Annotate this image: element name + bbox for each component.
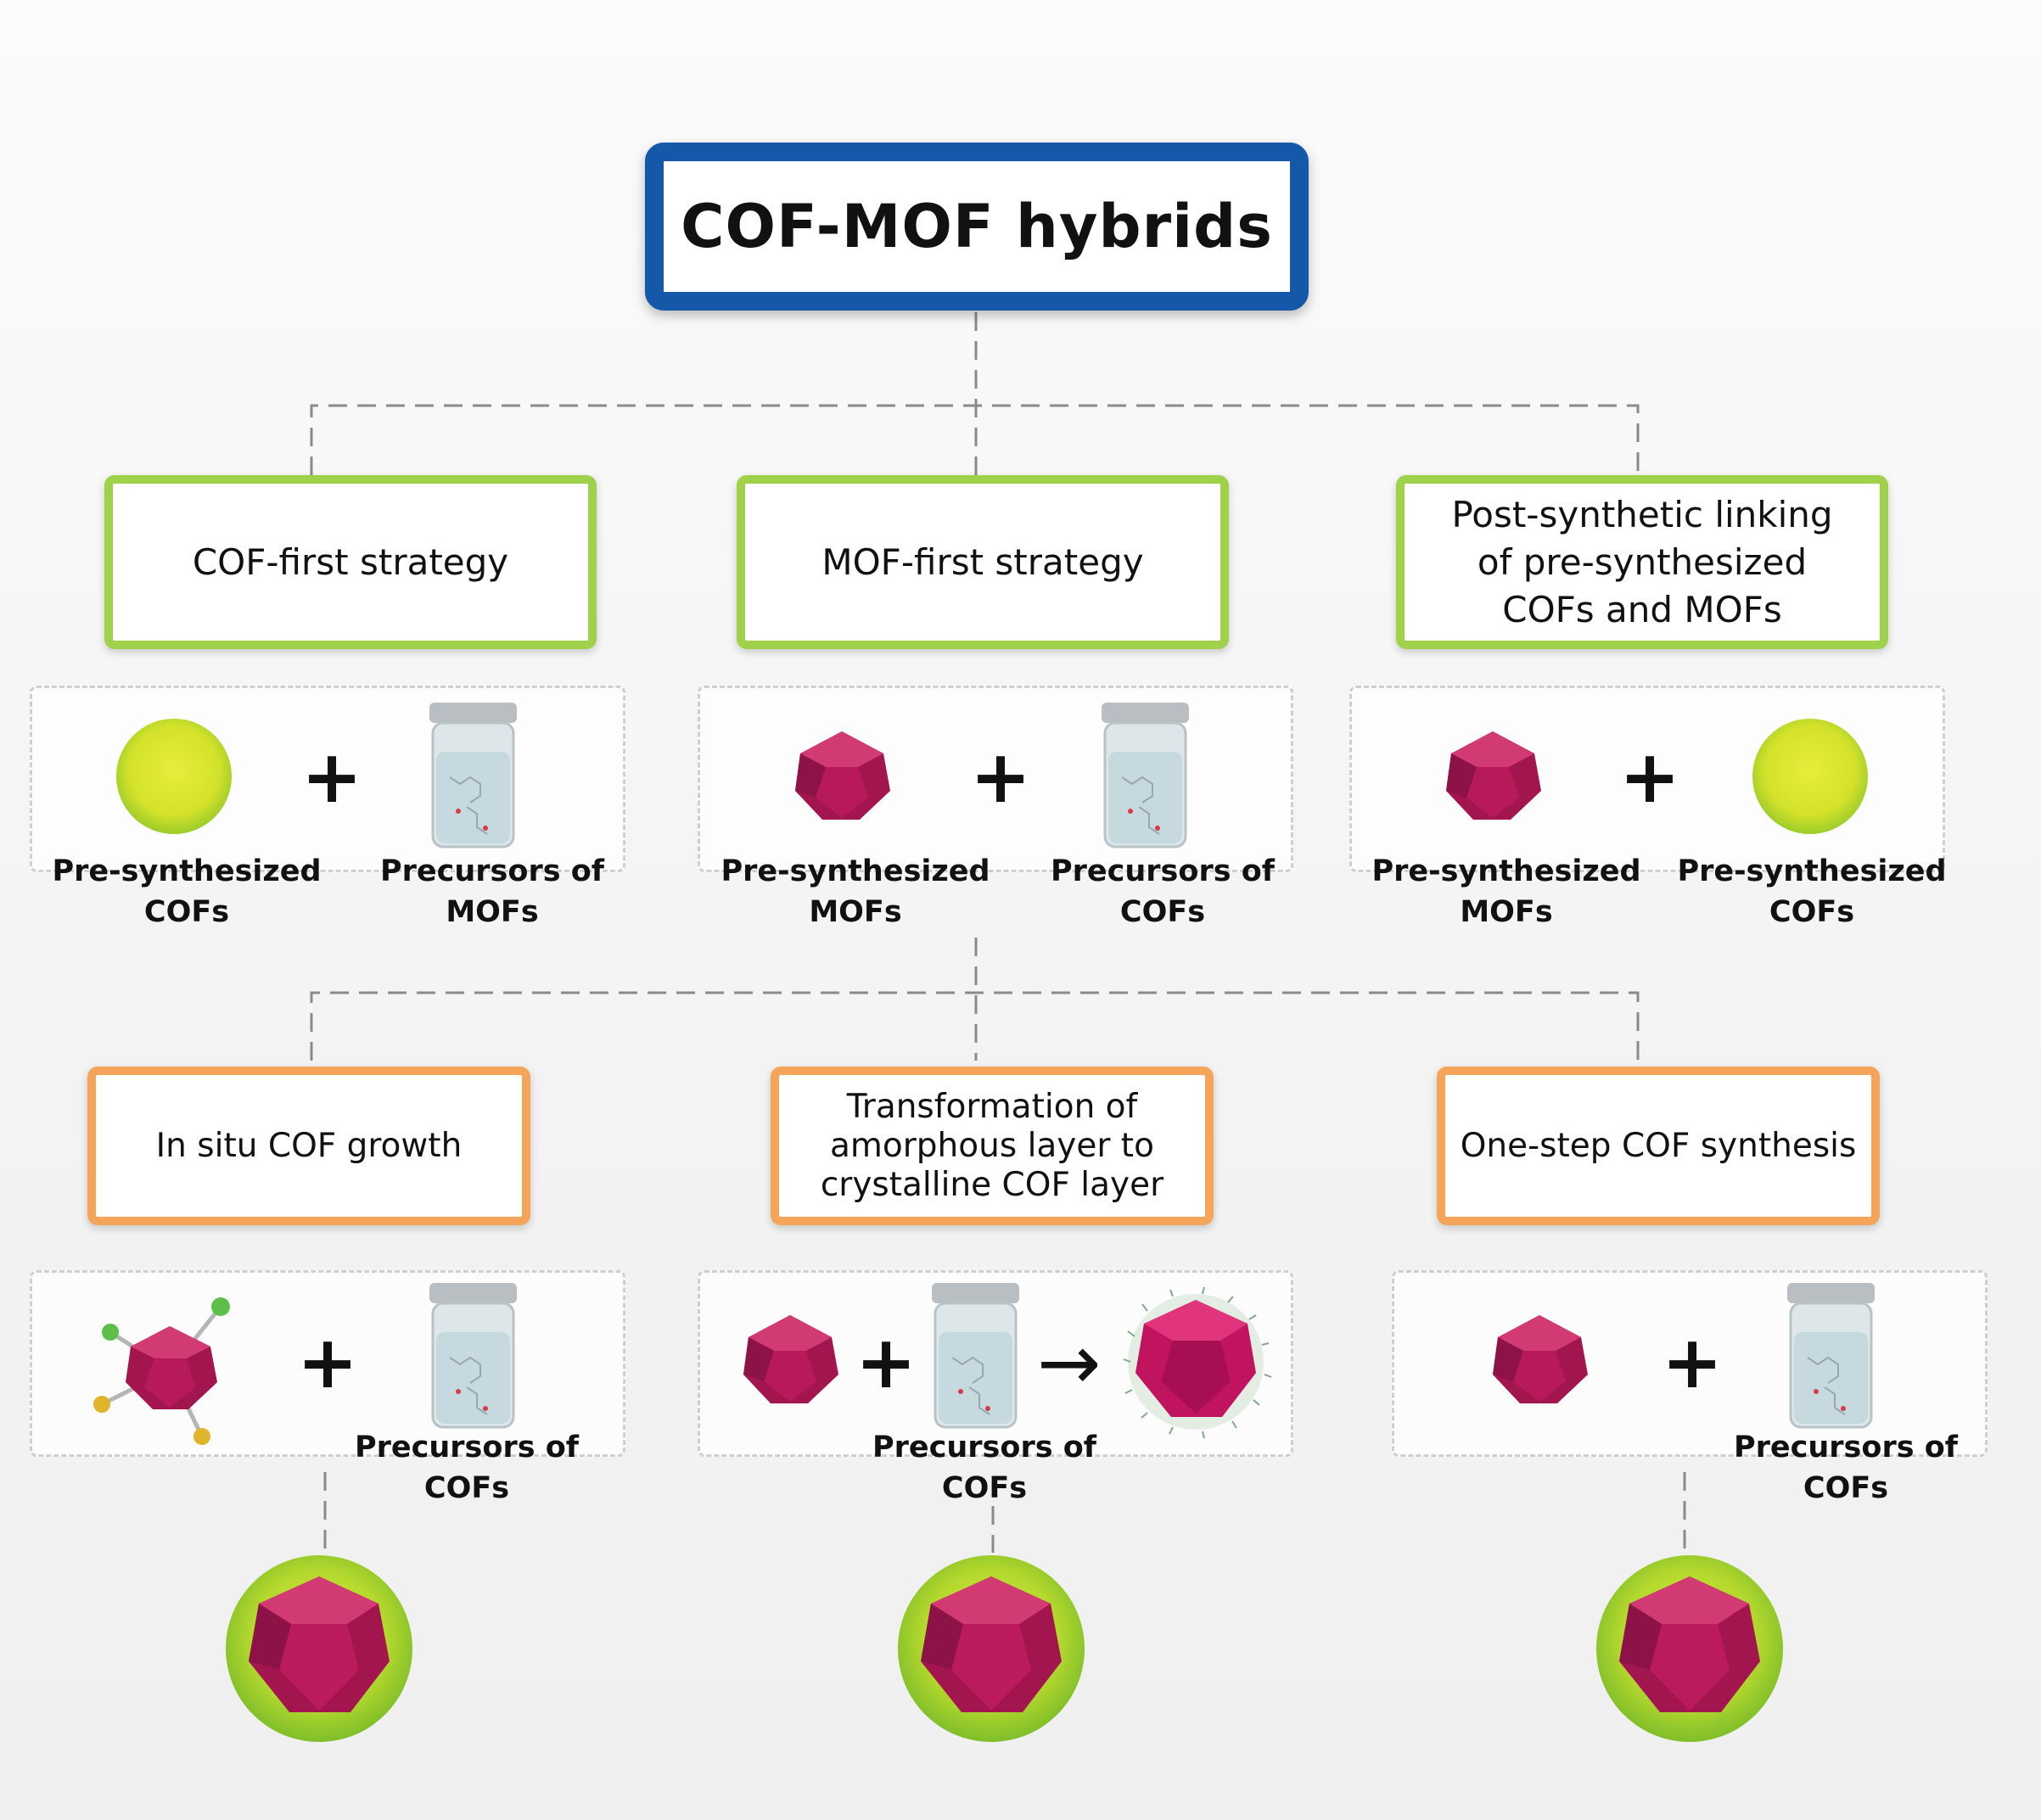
diagram-title: COF-MOF hybrids: [681, 192, 1273, 261]
panel2-right-label: Precursors of COFs: [1050, 854, 1275, 929]
method-panel1-label: Precursors of COFs: [354, 1431, 579, 1505]
post-synthetic-linking-label: Post-synthetic linking of pre-synthesize…: [1451, 493, 1833, 630]
method-panel3-label: Precursors of COFs: [1733, 1431, 1958, 1505]
precursor-vial-icon: [429, 1283, 517, 1429]
post-synthetic-linking-box: Post-synthetic linking of pre-synthesize…: [1396, 475, 1888, 649]
mof-first-strategy-label: MOF-first strategy: [821, 540, 1144, 583]
plus-sign: +: [970, 735, 1032, 820]
mof-crystal-icon: [1446, 731, 1541, 820]
precursor-vial-icon: [932, 1283, 1019, 1429]
one-step-cof-synthesis-label: One-step COF synthesis: [1460, 1126, 1857, 1165]
mof-first-strategy-box: MOF-first strategy: [737, 475, 1229, 649]
plus-sign: +: [1662, 1320, 1724, 1405]
plus-sign: +: [855, 1320, 917, 1405]
mof-crystal-icon: [795, 731, 890, 820]
mof-crystal-icon: [1493, 1315, 1588, 1403]
core-shell-hybrid-icon: [898, 1555, 1085, 1742]
reaction-arrow-icon: →: [1037, 1319, 1102, 1408]
precursor-vial-icon: [1787, 1283, 1875, 1429]
one-step-panel: [1392, 1270, 1988, 1457]
mof-crystal-icon: [743, 1315, 838, 1403]
transformation-box: Transformation of amorphous layer to cry…: [771, 1067, 1214, 1225]
panel1-right-label: Precursors of MOFs: [379, 854, 604, 929]
method-panel2-label: Precursors of COFs: [872, 1431, 1096, 1505]
core-shell-hybrid-icon: [1596, 1555, 1783, 1742]
in-situ-cof-growth-box: In situ COF growth: [87, 1067, 530, 1225]
core-shell-hybrid-icon: [226, 1555, 412, 1742]
panel3-left-label: Pre-synthesized MOFs: [1371, 854, 1641, 929]
transformation-label: Transformation of amorphous layer to cry…: [820, 1087, 1164, 1204]
amorphous-coated-mof-icon: [1123, 1286, 1272, 1439]
plus-sign: +: [297, 1320, 359, 1405]
panel3-right-label: Pre-synthesized COFs: [1677, 854, 1947, 929]
panel2-left-label: Pre-synthesized MOFs: [721, 854, 990, 929]
one-step-cof-synthesis-box: One-step COF synthesis: [1437, 1067, 1880, 1225]
cof-sphere-icon: [1752, 719, 1868, 834]
plus-sign: +: [1619, 735, 1681, 820]
cof-first-strategy-box: COF-first strategy: [104, 475, 597, 649]
cof-sphere-icon: [116, 719, 232, 834]
precursor-vial-icon: [1102, 703, 1189, 848]
title-box: COF-MOF hybrids: [645, 143, 1309, 311]
in-situ-cof-growth-label: In situ COF growth: [155, 1126, 463, 1165]
panel1-left-label: Pre-synthesized COFs: [52, 854, 322, 929]
plus-sign: +: [301, 735, 363, 820]
precursor-vial-icon: [429, 703, 517, 848]
cof-first-strategy-label: COF-first strategy: [192, 540, 509, 583]
functionalized-mof-icon: [93, 1297, 230, 1445]
